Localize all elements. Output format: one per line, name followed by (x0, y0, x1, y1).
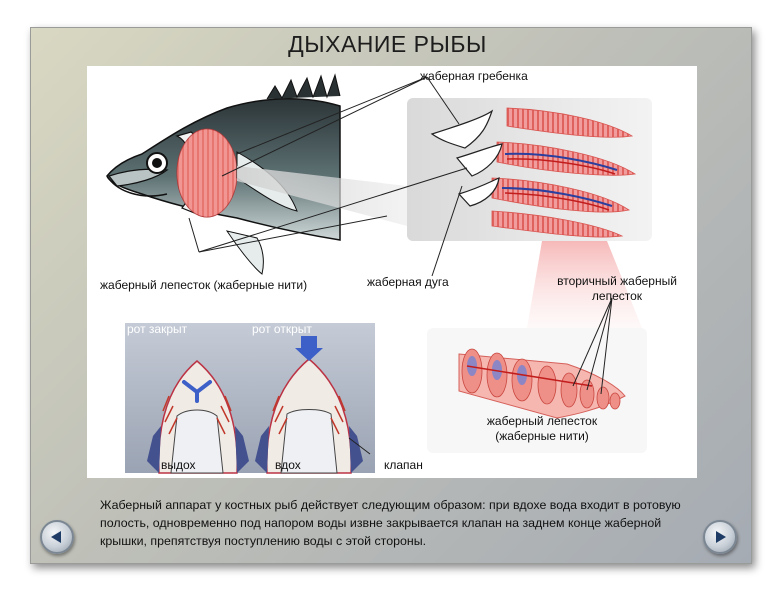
mouth-closed-diagram (147, 360, 249, 474)
diagram-panel: жаберная гребенка жаберный лепесток (жаб… (87, 66, 697, 478)
label-filament-detail-line2: (жаберные нити) (495, 429, 589, 443)
arrow-right-icon (716, 531, 726, 543)
leader-lines (188, 76, 613, 455)
diagram-illustration (106, 73, 652, 474)
label-gill-arch: жаберная дуга (367, 275, 449, 289)
label-valve: клапан (384, 458, 423, 472)
mouth-diagrams (125, 323, 375, 474)
zoom-projection (237, 166, 407, 226)
mouth-open-diagram (255, 336, 363, 474)
label-exhale: выдох (161, 458, 196, 472)
label-secondary-lamella-line1: вторичный жаберный (557, 274, 677, 288)
next-button[interactable] (703, 520, 737, 554)
label-secondary-lamella-line2: лепесток (591, 289, 643, 303)
label-mouth-closed: рот закрыт (127, 322, 188, 336)
label-secondary-lamella: вторичный жаберный лепесток (545, 274, 689, 304)
label-gill-filament: жаберный лепесток (жаберные нити) (100, 278, 308, 292)
label-filament-detail-line1: жаберный лепесток (486, 414, 598, 428)
arrow-left-icon (51, 531, 61, 543)
slide-title: ДЫХАНИЕ РЫБЫ (288, 31, 487, 57)
filament-detail-illustration (427, 328, 647, 453)
label-gill-rakers: жаберная гребенка (420, 69, 528, 83)
label-filament-detail: жаберный лепесток (жаберные нити) (472, 414, 612, 444)
slide-caption: Жаберный аппарат у костных рыб действует… (100, 498, 681, 548)
label-inhale: вдох (275, 458, 301, 472)
filament-projection (527, 241, 642, 328)
label-mouth-open: рот открыт (252, 322, 312, 336)
prev-button[interactable] (40, 520, 74, 554)
gill-zoom-illustration (407, 98, 652, 241)
